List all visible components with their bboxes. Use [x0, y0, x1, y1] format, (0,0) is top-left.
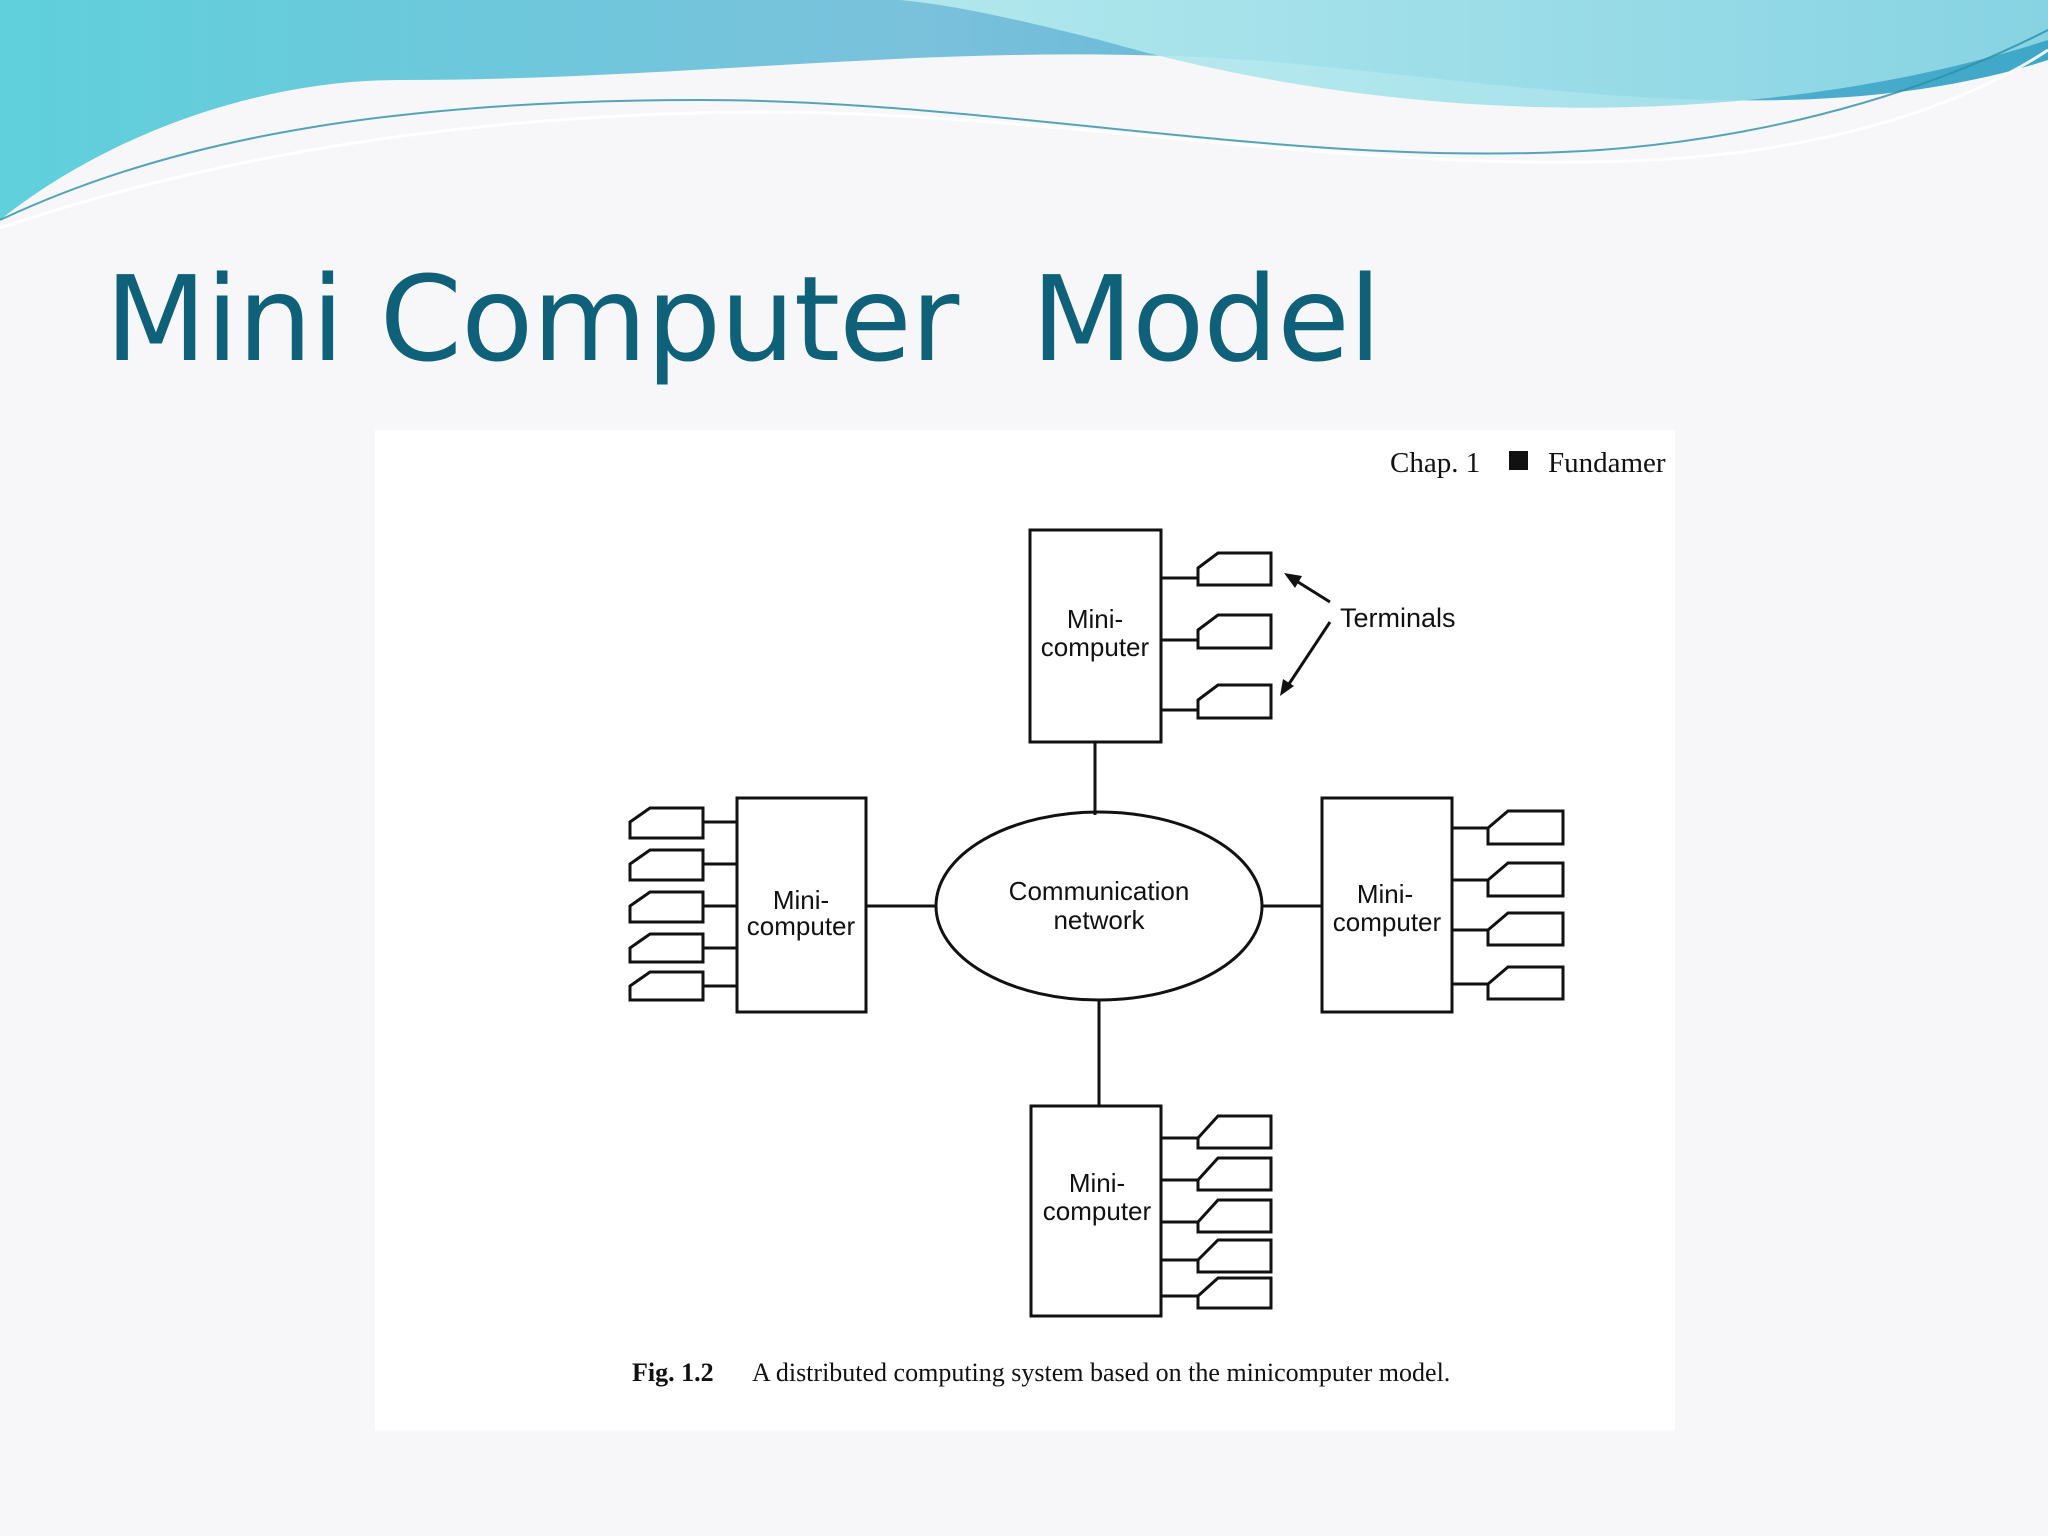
minicomputer-label-bottom-line1: Mini-	[1069, 1168, 1125, 1198]
slide-title: Mini Computer Model	[105, 250, 1382, 388]
terminal-icon	[1196, 683, 1273, 720]
network-label-line1: Communication	[1009, 876, 1190, 906]
minicomputer-label-left-line2: computer	[747, 911, 856, 941]
minicomputer-label-right-line2: computer	[1333, 907, 1442, 937]
terminal-icon	[1486, 965, 1565, 1001]
minicomputer-label-top-line2: computer	[1041, 632, 1150, 662]
arrowhead-icon	[1280, 679, 1294, 696]
terminal-icon	[1486, 861, 1565, 898]
header-wave-banner	[0, 0, 2048, 230]
terminal-icon	[1196, 551, 1273, 587]
terminal-icon	[1196, 1114, 1273, 1150]
terminal-icon	[628, 806, 705, 840]
terminals-label: Terminals	[1340, 603, 1456, 633]
communication-network-ellipse	[934, 810, 1264, 1002]
minicomputer-box-bottom	[1029, 1104, 1163, 1318]
arrowhead-icon	[1284, 573, 1302, 588]
minicomputer-box-top	[1028, 528, 1163, 744]
network-label-line2: network	[1053, 905, 1145, 935]
minicomputer-label-bottom-line2: computer	[1043, 1196, 1152, 1226]
terminal-icon	[1196, 1276, 1273, 1310]
figure-caption-number: Fig. 1.2	[632, 1358, 714, 1387]
figure-caption-text: A distributed computing system based on …	[752, 1358, 1450, 1387]
terminal-icon	[1196, 1238, 1273, 1274]
terminal-icon	[1486, 809, 1565, 846]
terminals-arrow-lower	[1283, 621, 1332, 691]
minicomputer-box-right	[1320, 796, 1454, 1014]
figure-header-section: Fundamer	[1548, 447, 1666, 479]
terminal-icon	[1486, 911, 1565, 947]
terminal-icon	[1196, 1198, 1273, 1234]
terminal-icon	[1196, 613, 1273, 650]
header-bullet-square	[1509, 451, 1528, 470]
terminal-icon	[628, 890, 705, 924]
minicomputer-label-top-line1: Mini-	[1067, 604, 1123, 634]
minicomputer-label-left-line1: Mini-	[773, 885, 829, 915]
terminal-icon	[628, 970, 705, 1002]
terminal-icon	[628, 848, 705, 882]
minicomputer-label-right-line1: Mini-	[1357, 879, 1413, 909]
terminal-icon	[1196, 1156, 1273, 1192]
terminal-icon	[628, 932, 705, 964]
figure-header-chap: Chap. 1	[1390, 447, 1480, 479]
